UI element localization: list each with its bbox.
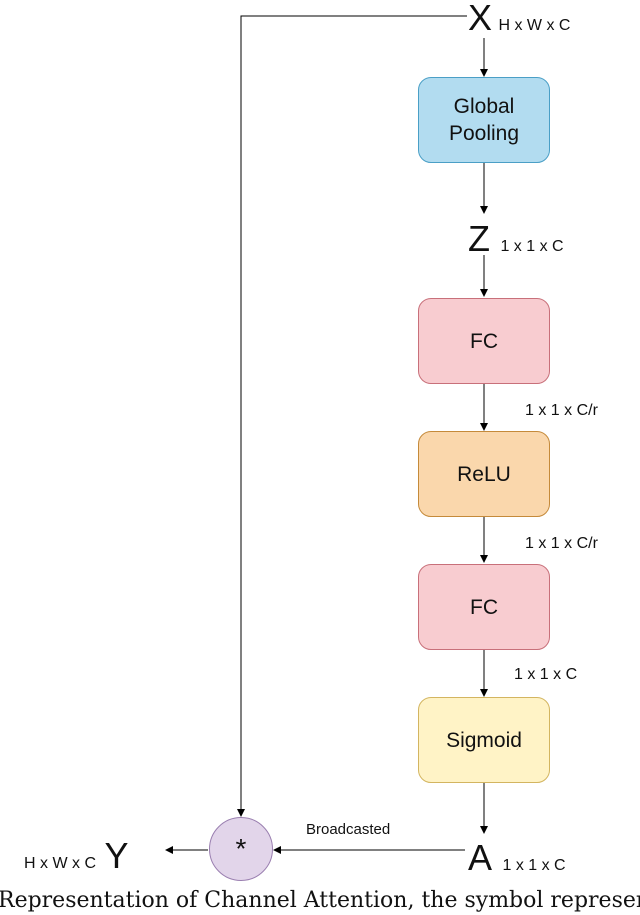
tensor-a-shape: 1 x 1 x C (502, 857, 566, 874)
tensor-a-symbol: A (468, 837, 493, 878)
fc2-label: FC (470, 595, 498, 619)
sigmoid-block: Sigmoid (418, 697, 550, 783)
fc2-block: FC (418, 564, 550, 650)
tensor-z: Z 1 x 1 x C (468, 221, 564, 257)
fc1-label: FC (470, 329, 498, 353)
multiply-symbol: * (235, 833, 247, 864)
tensor-x: X H x W x C (468, 0, 570, 36)
tensor-x-symbol: X (468, 0, 493, 38)
fc1-block: FC (418, 298, 550, 384)
tensor-x-shape: H x W x C (498, 17, 571, 34)
relu-block: ReLU (418, 431, 550, 517)
tensor-y: H x W x C Y (24, 838, 128, 874)
sigmoid-label: Sigmoid (446, 728, 522, 752)
arrow-x-skip-to-multiply (237, 15, 467, 817)
figure-caption: Representation of Channel Attention, the… (0, 888, 640, 913)
tensor-z-shape: 1 x 1 x C (500, 238, 564, 255)
tensor-a: A 1 x 1 x C (468, 840, 566, 876)
multiply-operator: * (209, 817, 273, 881)
global-pooling-block: Global Pooling (418, 77, 550, 163)
tensor-z-symbol: Z (468, 218, 490, 259)
tensor-y-shape: H x W x C (24, 855, 96, 872)
edge-label-fc2-sigmoid: 1 x 1 x C (514, 666, 578, 683)
tensor-y-symbol: Y (104, 835, 129, 876)
edge-label-relu-fc2: 1 x 1 x C/r (525, 535, 598, 552)
edge-label-broadcast: Broadcasted (306, 821, 391, 838)
edge-label-fc1-relu: 1 x 1 x C/r (525, 402, 598, 419)
global-pooling-label: Global Pooling (448, 95, 520, 145)
relu-label: ReLU (457, 462, 511, 486)
